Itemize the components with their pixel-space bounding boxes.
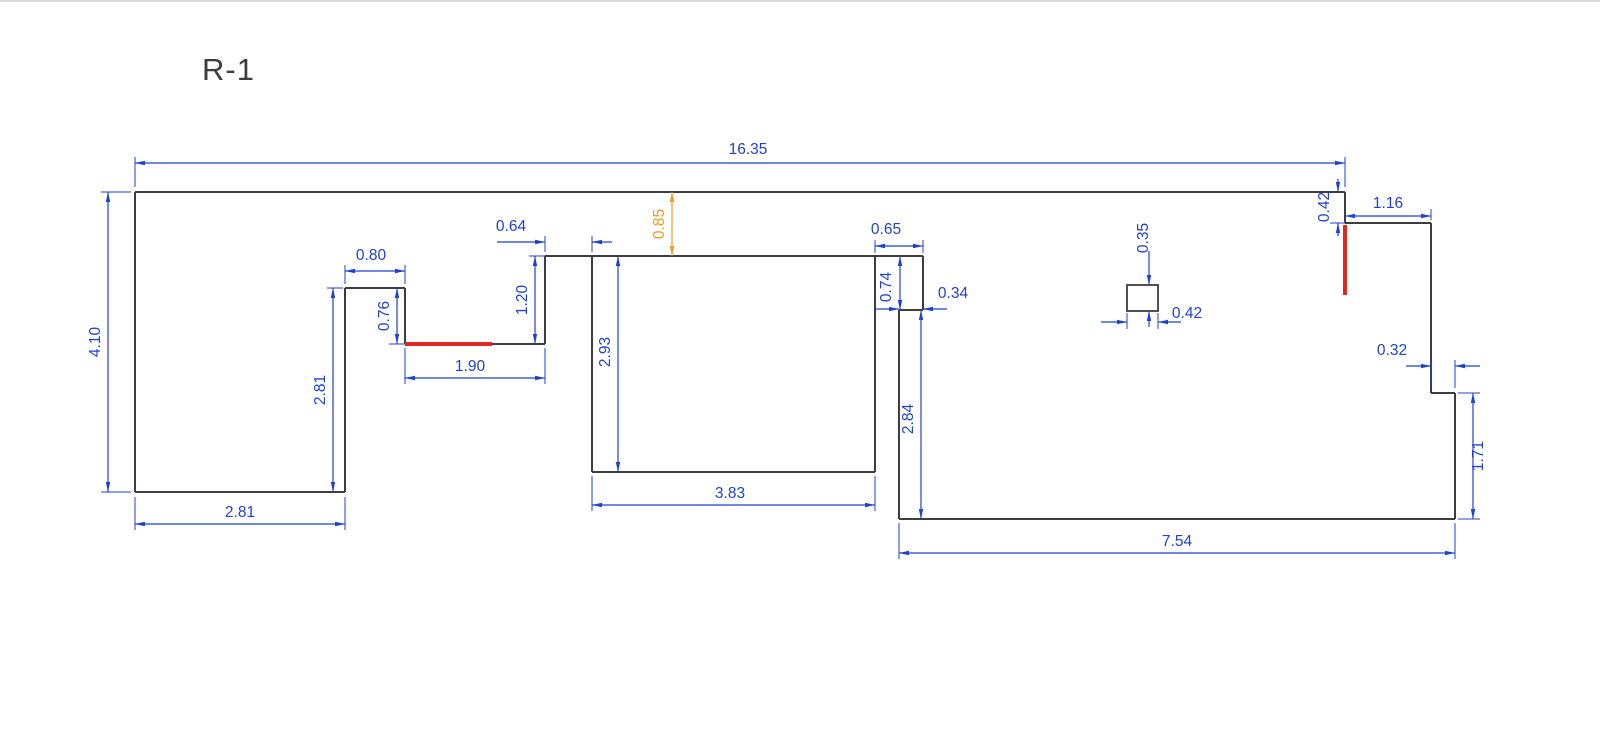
dimension-arrow — [394, 288, 400, 298]
dimension-arrow — [875, 243, 885, 249]
dimension-arrow — [615, 256, 621, 266]
dimension-arrow — [1117, 319, 1127, 325]
dimension-arrow — [1146, 311, 1152, 321]
dimension-arrow — [330, 288, 336, 298]
dimension-arrow — [923, 306, 933, 312]
dimension-arrow — [330, 482, 336, 492]
dimension-arrow — [345, 268, 355, 274]
dimension-label: 0.34 — [938, 285, 969, 302]
dimension-arrow — [535, 375, 545, 381]
dimension-label: 1.16 — [1373, 195, 1403, 212]
dimension-arrow — [1470, 393, 1476, 403]
dimension-label: 0.80 — [356, 247, 387, 264]
dimension-arrow — [918, 310, 924, 320]
dimension-arrow — [899, 550, 909, 556]
dimension-label: 2.81 — [225, 504, 255, 521]
dimension-arrow — [669, 246, 675, 256]
dimension-label: 2.81 — [312, 375, 329, 405]
dimension-label: 0.85 — [651, 209, 668, 239]
dimension-arrow — [135, 160, 145, 166]
dimension-label: 1.71 — [1470, 441, 1487, 471]
dimension-label: 4.10 — [87, 327, 104, 358]
dimension-arrow — [1421, 213, 1431, 219]
dimension-label: 0.42 — [1172, 305, 1202, 322]
dimension-arrow — [1146, 275, 1152, 285]
dimension-arrow — [405, 375, 415, 381]
dimension-arrow — [615, 462, 621, 472]
dimension-label: 7.54 — [1162, 533, 1193, 550]
dimension-arrow — [669, 192, 675, 202]
dimension-arrow — [1158, 319, 1168, 325]
dimension-arrow — [532, 334, 538, 344]
drawing-title: R-1 — [202, 52, 255, 87]
dimension-arrow — [1455, 363, 1465, 369]
dimension-arrow — [1335, 160, 1345, 166]
dimension-label: 0.32 — [1377, 342, 1407, 359]
dimension-arrow — [1335, 182, 1341, 192]
dimension-arrow — [592, 239, 602, 245]
dimension-arrow — [532, 256, 538, 266]
dimension-label: 0.76 — [376, 301, 393, 331]
dimension-arrow — [889, 306, 899, 312]
dimension-arrow — [535, 239, 545, 245]
dimension-label: 0.64 — [496, 218, 527, 235]
dimension-arrow — [105, 192, 111, 202]
dimension-label: 0.42 — [1316, 192, 1333, 222]
dimension-arrow — [1421, 363, 1431, 369]
dimension-arrow — [865, 502, 875, 508]
dimension-arrow — [918, 509, 924, 519]
dimension-label: 16.35 — [729, 141, 768, 158]
dimension-arrow — [592, 502, 602, 508]
dimension-label: 1.20 — [514, 285, 531, 316]
dimension-label: 0.74 — [878, 272, 895, 303]
dimension-label: 0.65 — [871, 221, 901, 238]
dimension-label: 1.90 — [455, 358, 486, 375]
dimension-arrow — [913, 243, 923, 249]
cutout-square — [1126, 284, 1159, 312]
dimension-label: 2.84 — [900, 404, 917, 435]
dimension-arrow — [394, 334, 400, 344]
dimension-arrow — [1445, 550, 1455, 556]
dimension-label: 2.93 — [597, 337, 614, 367]
dimension-arrow — [897, 256, 903, 266]
dimension-arrow — [1335, 223, 1341, 233]
dimension-arrow — [105, 482, 111, 492]
dimension-arrow — [135, 521, 145, 527]
dimension-arrow — [395, 268, 405, 274]
dimension-label: 0.35 — [1135, 223, 1152, 253]
dimension-label: 3.83 — [715, 485, 745, 502]
dimension-arrow — [335, 521, 345, 527]
dimension-arrow — [1470, 509, 1476, 519]
dimension-arrow — [897, 300, 903, 310]
dimension-arrow — [1345, 213, 1355, 219]
